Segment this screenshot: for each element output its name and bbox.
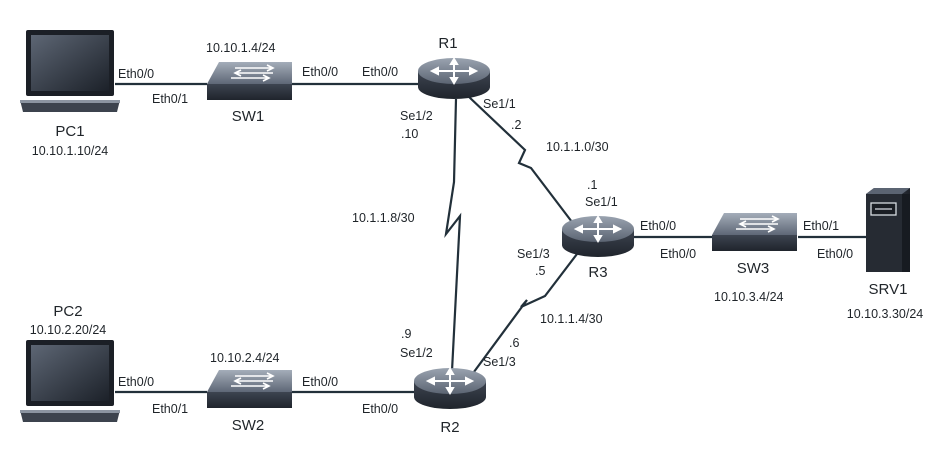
subnet-r1-r2: 10.1.1.8/30 <box>352 211 415 225</box>
pc1-eth0-0-label: Eth0/0 <box>118 67 154 81</box>
router-r1[interactable] <box>418 57 490 99</box>
router-icon <box>418 57 490 99</box>
pc2-eth0-0-label: Eth0/0 <box>118 375 154 389</box>
r3-eth0-0-label: Eth0/0 <box>640 219 676 233</box>
sw1-eth0-1-label: Eth0/1 <box>152 92 188 106</box>
sw2-name: SW2 <box>232 417 265 434</box>
r3-se1-1-label: Se1/1 <box>585 195 618 209</box>
serial-link-r1-r3 <box>467 95 573 223</box>
laptop-pc2[interactable] <box>20 340 120 422</box>
sw2-ip: 10.10.2.4/24 <box>210 351 280 365</box>
r2-se1-2-label: Se1/2 <box>400 346 433 360</box>
r1-eth0-0-label: Eth0/0 <box>362 65 398 79</box>
r2-se1-3-label: Se1/3 <box>483 355 516 369</box>
sw2-eth0-1-label: Eth0/1 <box>152 402 188 416</box>
sw3-eth0-0-label: Eth0/0 <box>660 247 696 261</box>
links <box>115 82 866 394</box>
sw1-ip: 10.10.1.4/24 <box>206 41 276 55</box>
r2-eth0-0-label: Eth0/0 <box>362 402 398 416</box>
serial-link-r2-r3 <box>467 253 578 381</box>
server-icon <box>866 188 910 272</box>
switch-sw2[interactable] <box>207 370 292 408</box>
switch-sw3[interactable] <box>712 213 797 251</box>
r3-se1-1-ip: .1 <box>587 178 597 192</box>
switch-sw1[interactable] <box>207 62 292 100</box>
r1-se1-2-ip: .10 <box>401 127 418 141</box>
serial-link-r1-r2 <box>444 98 462 372</box>
r2-se1-2-ip: .9 <box>401 327 411 341</box>
pc2-ip: 10.10.2.20/24 <box>30 323 107 337</box>
sw3-eth0-1-label: Eth0/1 <box>803 219 839 233</box>
pc1-ip: 10.10.1.10/24 <box>32 144 109 158</box>
laptop-icon <box>20 30 120 112</box>
switch-icon <box>712 213 797 251</box>
r2-name: R2 <box>440 419 459 436</box>
subnet-r1-r3: 10.1.1.0/30 <box>546 140 609 154</box>
sw1-eth0-0-label: Eth0/0 <box>302 65 338 79</box>
router-icon <box>414 367 486 409</box>
switch-icon <box>207 370 292 408</box>
subnet-r2-r3: 10.1.1.4/30 <box>540 312 603 326</box>
laptop-icon <box>20 340 120 422</box>
srv1-name: SRV1 <box>869 281 908 298</box>
r3-name: R3 <box>588 264 607 281</box>
sw2-eth0-0-label: Eth0/0 <box>302 375 338 389</box>
r3-se1-3-ip: .5 <box>535 264 545 278</box>
srv1-eth0-0-label: Eth0/0 <box>817 247 853 261</box>
pc1-name: PC1 <box>55 123 84 140</box>
r1-se1-1-ip: .2 <box>511 118 521 132</box>
r1-name: R1 <box>438 35 457 52</box>
router-icon <box>562 215 634 257</box>
r2-se1-3-ip: .6 <box>509 336 519 350</box>
sw1-name: SW1 <box>232 108 265 125</box>
sw3-ip: 10.10.3.4/24 <box>714 290 784 304</box>
switch-icon <box>207 62 292 100</box>
r1-se1-1-label: Se1/1 <box>483 97 516 111</box>
sw3-name: SW3 <box>737 260 770 277</box>
server-srv1[interactable] <box>866 188 910 272</box>
r1-se1-2-label: Se1/2 <box>400 109 433 123</box>
srv1-ip: 10.10.3.30/24 <box>847 307 924 321</box>
router-r3[interactable] <box>562 215 634 257</box>
r3-se1-3-label: Se1/3 <box>517 247 550 261</box>
router-r2[interactable] <box>414 367 486 409</box>
laptop-pc1[interactable] <box>20 30 120 112</box>
pc2-name: PC2 <box>53 303 82 320</box>
